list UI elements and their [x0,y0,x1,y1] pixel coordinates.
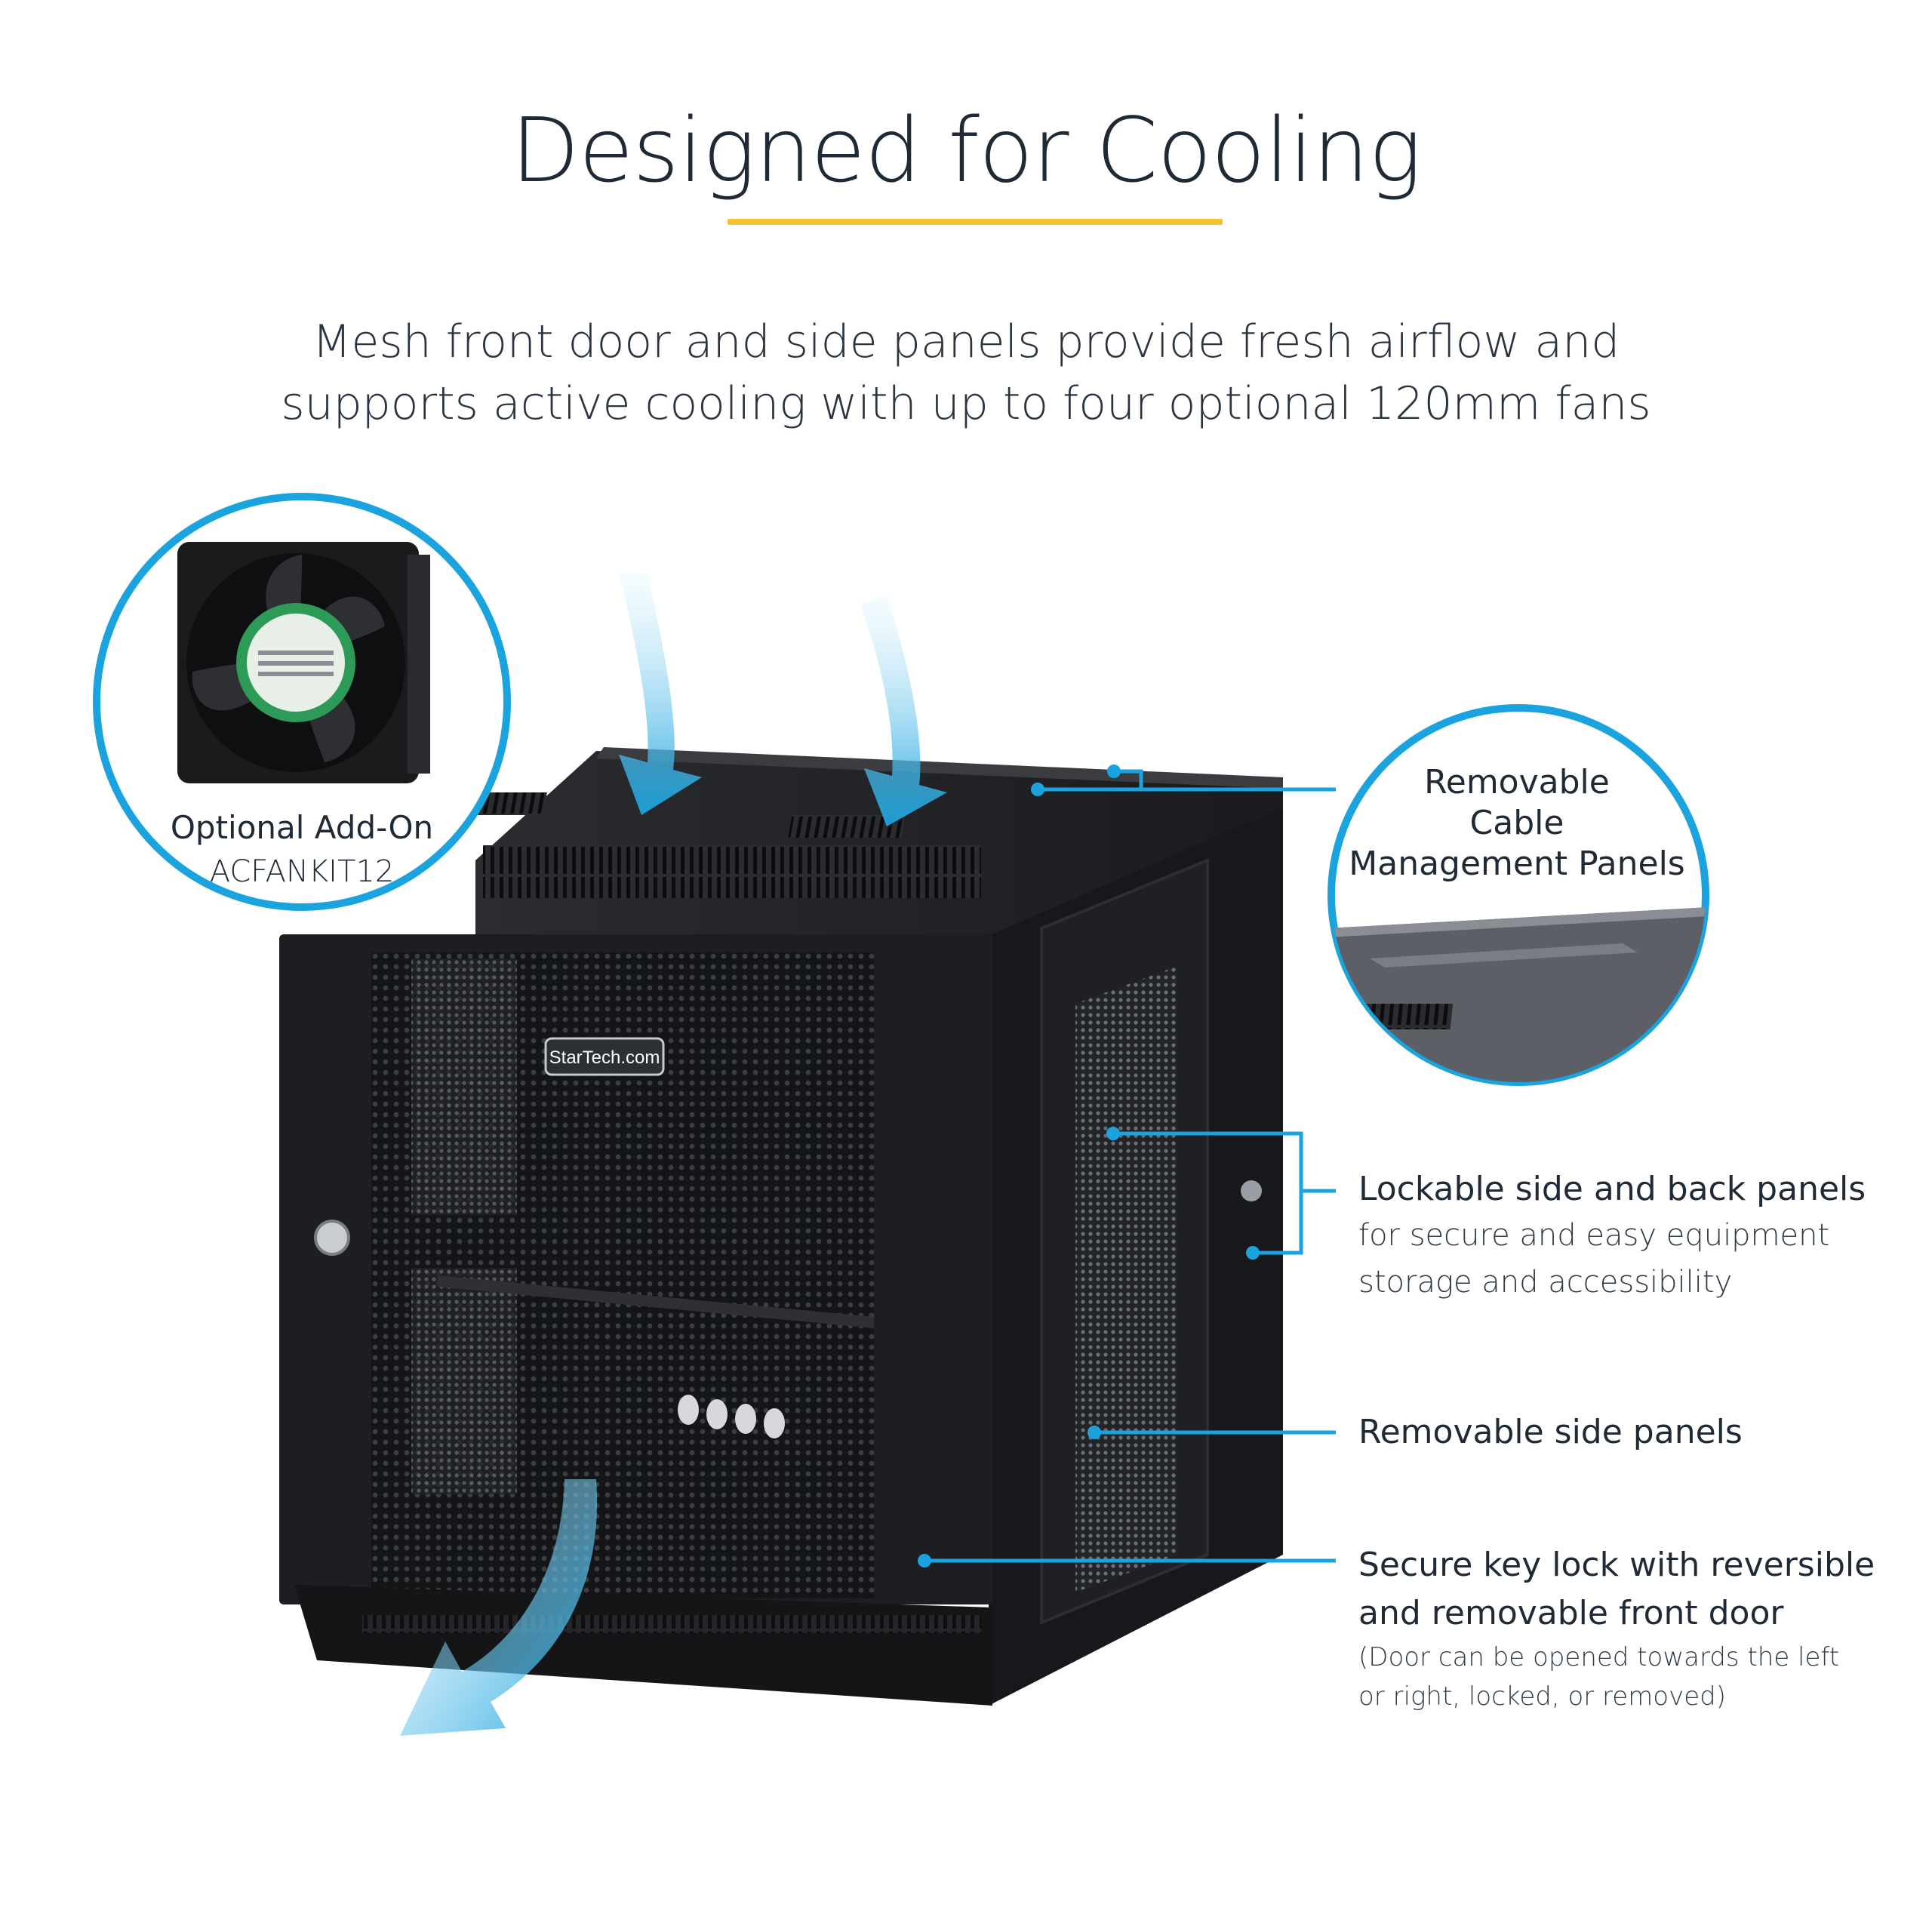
page-title: Designed for Cooling [510,98,1422,202]
leader-dot-cable-2 [1107,764,1121,778]
removable-side-panels-callout: Removable side panels [1358,1413,1743,1451]
title-underline [728,219,1223,225]
cable-panels-line-1: Removable [1424,763,1610,801]
brand-logo: StarTech.com [549,1048,660,1068]
cable-panels-label: Removable Cable Management Panels [1328,762,1706,884]
airflow-in-arrow-left [619,574,702,815]
callout-leaders [924,769,1336,1563]
leader-dot-door [918,1554,931,1567]
leader-dot-cable [1031,783,1044,796]
cable-panels-line-2: Cable [1469,804,1564,842]
leader-dot-side [1088,1426,1101,1439]
leader-dot-lockable-2 [1246,1246,1260,1260]
fan-addon-code: ACFANKIT12 [209,854,395,889]
secure-note-1: (Door can be opened towards the left [1358,1642,1840,1672]
lockable-panels-callout: Lockable side and back panels for secure… [1358,1167,1902,1306]
airflow-out-arrow [400,1479,598,1736]
wall-mount-cabinet: StarTech.com [279,747,1283,1706]
lockable-title: Lockable side and back panels [1358,1170,1866,1208]
top-vent-right [788,815,906,838]
subtitle: Mesh front door and side panels provide … [257,311,1675,435]
lockable-line-1: for secure and easy equipment [1358,1218,1830,1253]
secure-note-2: or right, locked, or removed) [1358,1681,1726,1712]
secure-line-2: and removable front door [1358,1594,1784,1632]
side-mesh-panel [1075,966,1177,1592]
brand-logo-plate [544,1037,665,1076]
side-lock-icon [1241,1180,1262,1201]
fan-inset [93,493,511,911]
airflow-in-arrow-right [860,596,947,826]
front-top-vent [483,845,981,898]
secure-lock-callout: Secure key lock with reversible and remo… [1358,1541,1902,1716]
subtitle-line-1: Mesh front door and side panels provide … [312,315,1620,368]
leader-dot-lockable [1106,1127,1120,1140]
door-lock-icon [314,1220,350,1256]
secure-line-1: Secure key lock with reversible [1358,1546,1875,1584]
subtitle-line-2: supports active cooling with up to four … [281,377,1651,430]
lockable-line-2: storage and accessibility [1358,1265,1733,1300]
cable-panels-line-3: Management Panels [1349,844,1685,883]
fan-addon-label: Optional Add-On [170,809,434,846]
